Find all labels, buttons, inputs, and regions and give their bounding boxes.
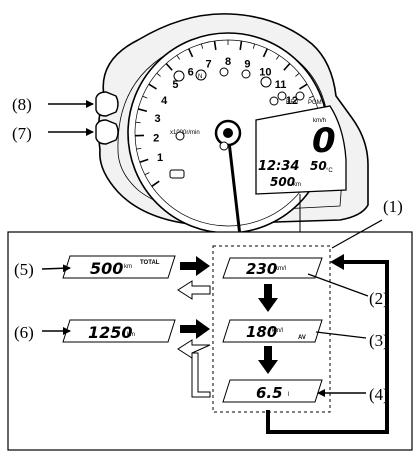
callout-8: (8) bbox=[12, 95, 32, 114]
indicator-lamp-icon bbox=[219, 67, 229, 77]
rev-indicator-icon bbox=[277, 91, 287, 101]
indicator-lamp-icon bbox=[241, 69, 251, 79]
fi-indicator-icon bbox=[260, 76, 272, 88]
select-button[interactable] bbox=[95, 91, 119, 117]
pgm-indicator-icon bbox=[295, 91, 305, 101]
tach-tick bbox=[156, 72, 161, 77]
tach-tick bbox=[136, 147, 142, 150]
tach-tick-label: 2 bbox=[153, 133, 159, 145]
tach-tick-label: 10 bbox=[259, 66, 271, 78]
indicator-lamp-icon bbox=[219, 141, 229, 151]
highbeam-indicator-icon bbox=[173, 70, 185, 82]
tach-tick-label: 3 bbox=[154, 113, 160, 125]
callout-1: (1) bbox=[383, 197, 403, 216]
tach-tick bbox=[142, 95, 148, 99]
hiss-indicator-icon bbox=[169, 169, 185, 179]
tach-tick-label: 1 bbox=[157, 152, 163, 164]
fuel-value: 6.5 bbox=[256, 384, 283, 402]
tach-tick bbox=[148, 83, 157, 90]
tach-tick bbox=[135, 121, 141, 124]
temp-unit: °C bbox=[326, 168, 333, 174]
tach-unit-label: x1000r/min bbox=[170, 130, 200, 136]
tach-tick bbox=[252, 43, 256, 49]
lcd-panel: REV PGM km/h 0 12:34 50 °C 500 km bbox=[255, 91, 347, 195]
fuel-unit: l bbox=[288, 392, 289, 398]
fuel-display-group bbox=[212, 245, 331, 413]
tach-tick bbox=[276, 55, 280, 60]
tach-tick-label: 9 bbox=[244, 59, 250, 71]
total-value: 500 bbox=[90, 259, 123, 278]
tach-tick-label: 4 bbox=[161, 95, 168, 107]
speed-readout: 0 bbox=[312, 121, 336, 161]
tach-tick-label: 6 bbox=[188, 66, 194, 78]
average-mileage-display: 180 km/l AV bbox=[222, 319, 323, 343]
callout-4: (4) bbox=[369, 385, 389, 404]
tach-tick bbox=[139, 158, 149, 164]
tach-tick-label: 11 bbox=[275, 79, 287, 91]
trip-value: 1250 bbox=[88, 323, 133, 342]
set-button[interactable] bbox=[95, 119, 119, 145]
tach-tick bbox=[137, 108, 148, 113]
tach-tick-label: 8 bbox=[225, 56, 231, 68]
tach-tick bbox=[299, 83, 308, 90]
tach-tick bbox=[213, 40, 217, 51]
tach-tick bbox=[283, 62, 291, 71]
total-odometer-display: 500 km TOTAL bbox=[62, 255, 176, 279]
avg-value: 180 bbox=[246, 323, 277, 341]
oil-indicator-icon bbox=[269, 96, 279, 106]
avg-label: AV bbox=[298, 335, 306, 341]
pgm-indicator-label: PGM bbox=[308, 100, 322, 106]
tach-tick bbox=[239, 40, 243, 51]
tach-tick-label: 5 bbox=[172, 79, 178, 91]
tach-tick bbox=[144, 172, 150, 176]
tach-tick bbox=[308, 95, 314, 99]
callout-6: (6) bbox=[14, 323, 34, 342]
instant-mileage-display: 230 km/l bbox=[222, 257, 323, 279]
trip-meter-display: 1250 km bbox=[62, 319, 176, 343]
callout-3: (3) bbox=[369, 331, 389, 350]
temp-readout: 50 bbox=[310, 159, 327, 173]
trip-unit: km bbox=[127, 332, 135, 338]
tach-tick bbox=[200, 43, 204, 49]
callout-2: (2) bbox=[369, 289, 389, 308]
tach-tick bbox=[262, 48, 269, 58]
avg-unit: km/l bbox=[272, 328, 283, 334]
tach-tick bbox=[187, 48, 194, 58]
odometer-readout: 500 bbox=[270, 175, 295, 189]
inst-unit: km/l bbox=[275, 266, 286, 272]
callout-7: (7) bbox=[12, 124, 32, 143]
neutral-indicator-icon bbox=[195, 69, 207, 81]
tach-tick bbox=[176, 55, 180, 60]
clock-readout: 12:34 bbox=[258, 159, 299, 174]
tach-tick-label: 7 bbox=[206, 59, 212, 71]
svg-text:N: N bbox=[198, 74, 202, 80]
speed-unit: km/h bbox=[313, 118, 326, 124]
leader-1 bbox=[331, 219, 383, 249]
total-unit: km bbox=[124, 264, 132, 270]
odometer-unit: km bbox=[293, 182, 301, 188]
callout-5: (5) bbox=[14, 260, 34, 279]
tach-tick-label: 12 bbox=[286, 95, 298, 107]
turn-indicator-icon bbox=[175, 131, 185, 141]
fuel-consumption-display: 6.5 l bbox=[222, 379, 323, 403]
mode-flow-arrows bbox=[177, 254, 389, 434]
inst-value: 230 bbox=[246, 260, 277, 278]
total-label: TOTAL bbox=[140, 260, 160, 266]
tach-tick bbox=[151, 180, 160, 187]
tach-tick bbox=[295, 72, 300, 77]
tach-needle bbox=[226, 132, 242, 237]
rev-indicator-label: REV bbox=[286, 100, 298, 106]
tach-tick bbox=[165, 62, 173, 71]
